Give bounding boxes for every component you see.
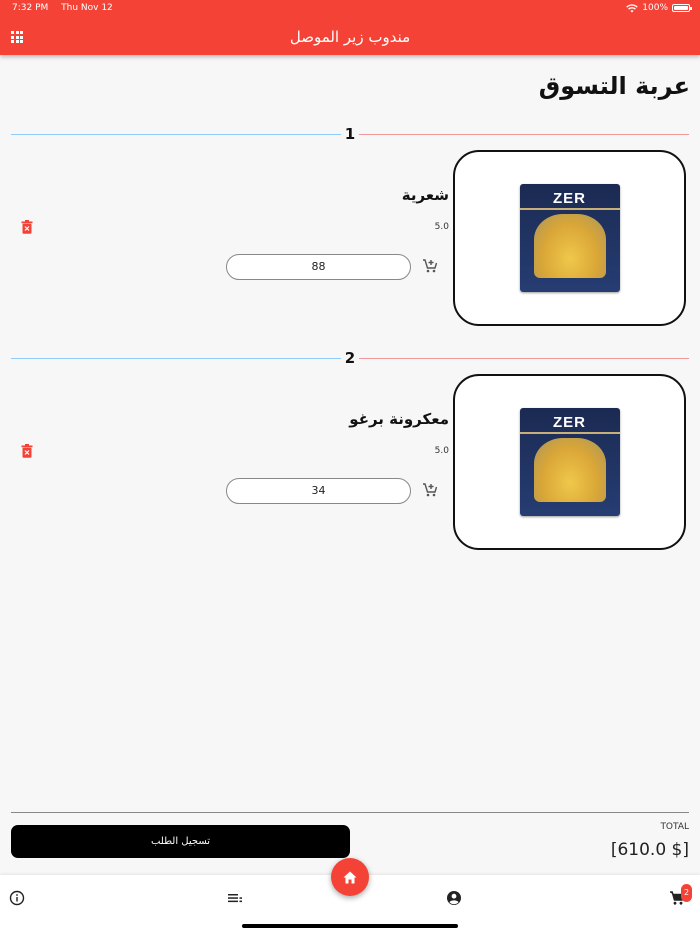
item-separator: 1 [11,125,689,145]
account-icon[interactable] [446,890,462,906]
product-brand: ZER [553,414,586,431]
info-icon[interactable] [9,890,25,906]
quantity-field[interactable]: 34 [226,478,411,504]
wifi-icon [626,3,639,12]
battery-percent: 100% [642,3,668,13]
product-image: ZER [519,408,620,516]
cart-item: ZER معكرونة برغو 5.0 34 [0,374,700,554]
item-separator: 2 [11,349,689,369]
delete-icon[interactable] [21,444,33,458]
product-price: 5.0 [434,222,449,232]
status-time: 7:32 PM [12,3,49,13]
item-index: 2 [344,349,356,367]
product-name: معكرونة برغو [349,410,449,428]
quantity-field[interactable]: 88 [226,254,411,280]
home-button[interactable] [331,858,369,896]
total-value: [610.0 $] [610,840,689,860]
home-indicator [242,924,458,928]
summary-divider [11,812,689,813]
delete-icon[interactable] [21,220,33,234]
total-label: TOTAL [660,822,689,832]
product-brand: ZER [553,190,586,207]
product-image-card: ZER [453,150,686,326]
status-bar-left: 7:32 PM Thu Nov 12 [12,3,123,13]
product-price: 5.0 [434,446,449,456]
product-image: ZER [519,184,620,292]
add-to-cart-icon[interactable] [422,482,438,498]
app-bar: 7:32 PM Thu Nov 12 100% مندوب زير الموصل [0,0,700,55]
product-name: شعرية [401,186,449,204]
cart-item: ZER شعرية 5.0 88 [0,150,700,330]
status-date: Thu Nov 12 [61,3,113,13]
cart-badge: 2 [681,884,692,902]
submit-order-button[interactable]: تسجيل الطلب [11,825,350,858]
page-title: عربة التسوق [538,72,690,100]
grid-icon[interactable] [11,31,23,43]
home-icon [343,871,357,883]
list-icon[interactable] [227,890,243,906]
battery-icon [672,4,692,12]
product-image-card: ZER [453,374,686,550]
status-bar-right: 100% [626,3,692,13]
app-title: مندوب زير الموصل [289,28,411,46]
add-to-cart-icon[interactable] [422,258,438,274]
item-index: 1 [344,125,356,143]
